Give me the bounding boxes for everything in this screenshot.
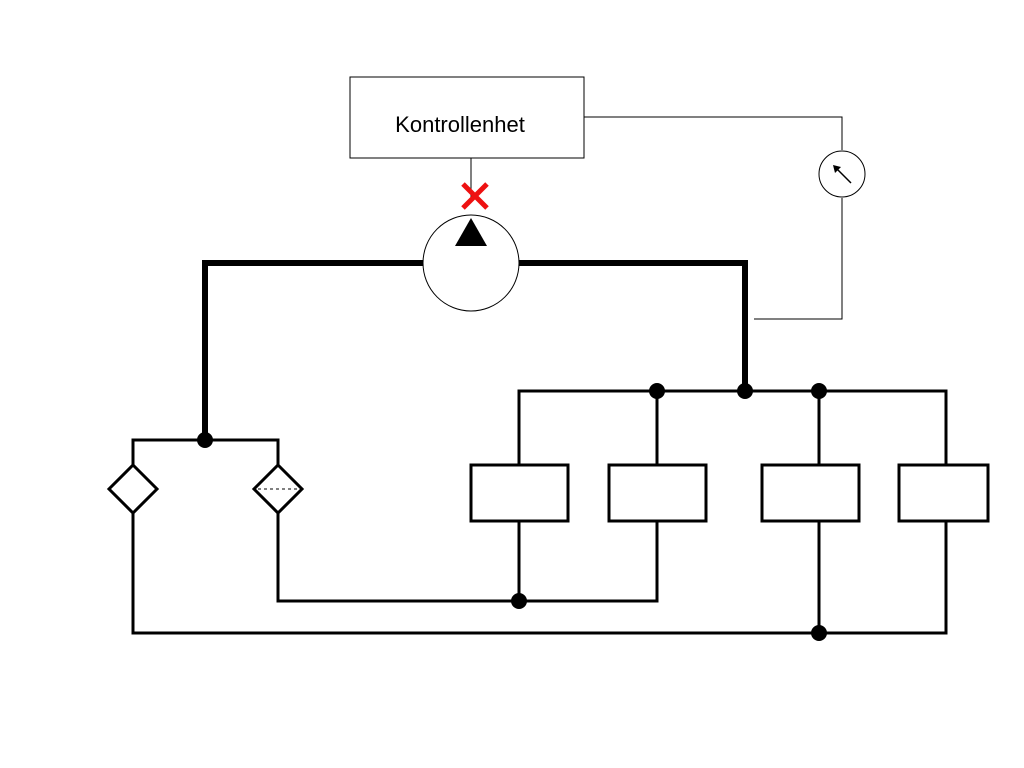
junction-dot-header-3 (811, 383, 827, 399)
controller-to-gauge-line (584, 116, 843, 150)
pump-icon (422, 214, 520, 312)
actuator-box-1 (469, 463, 570, 523)
actuator-box-4 (897, 463, 990, 523)
gauge-needle-tip (833, 165, 841, 173)
filter-left (106, 462, 160, 516)
pressure-lines (202, 260, 748, 443)
filter-with-dashed-line-icon (251, 462, 305, 516)
controller-unit: Kontrollenhet (349, 76, 585, 159)
controller-label: Kontrollenhet (395, 112, 525, 137)
outer-return-line (131, 513, 948, 635)
pump-right-pressure-line (516, 260, 748, 394)
junction-dot-header-1 (649, 383, 665, 399)
actuator-box-3 (760, 463, 861, 523)
junction-dot-inner-return (511, 593, 527, 609)
pump-left-pressure-line (202, 260, 426, 443)
gauge-to-pressure-line (754, 198, 843, 320)
pump-triangle (455, 218, 487, 246)
junction-dot-header-2 (737, 383, 753, 399)
filter-icon (106, 462, 160, 516)
controller-box (349, 76, 585, 159)
actuator-box-2 (607, 463, 708, 523)
actuators (469, 463, 990, 523)
pump-circle (422, 214, 520, 312)
inner-return-line (276, 513, 659, 603)
gauge-needle (835, 167, 852, 184)
junction-dot-filter (197, 432, 213, 448)
junction-dot-outer-return (811, 625, 827, 641)
junction-dots (197, 383, 827, 641)
pressure-gauge-icon (818, 150, 866, 198)
top-header-line (517, 389, 948, 465)
error-cross-icon (461, 182, 489, 210)
circuit-lines (131, 389, 948, 635)
